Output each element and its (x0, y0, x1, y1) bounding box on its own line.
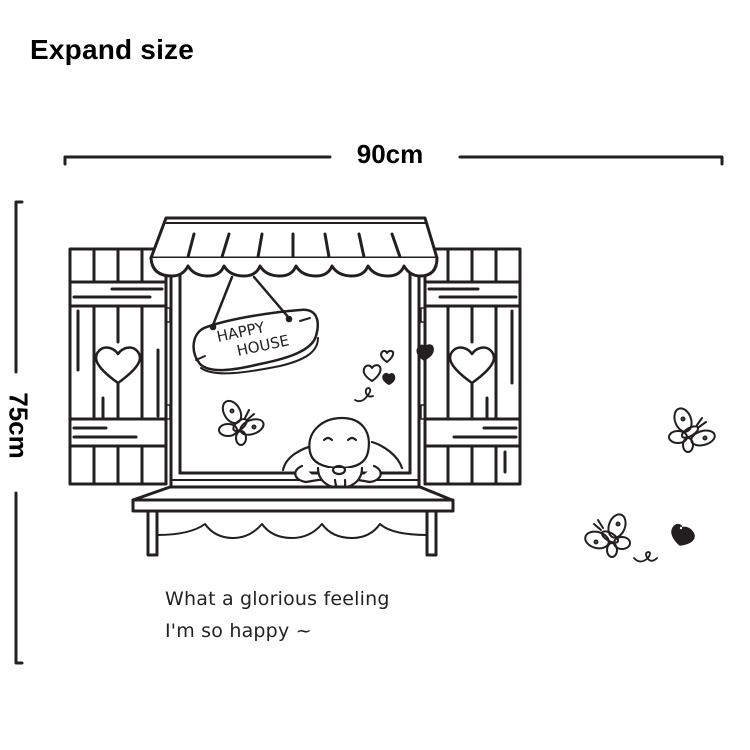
width-dimension-line (63, 155, 724, 166)
butterfly-icon (668, 407, 716, 453)
caption-line2: I'm so happy ~ (165, 620, 312, 642)
butterfly-icon (584, 513, 631, 558)
heart-cutout-icon (448, 346, 496, 385)
height-dimension-label: 75cm (3, 392, 34, 459)
hanging-sign-icon: HAPPY HOUSE (192, 275, 319, 375)
shutter-left-icon (68, 247, 171, 486)
page-heading: Expand size (30, 34, 195, 65)
window-sill-icon (131, 485, 455, 557)
puppy-icon (281, 416, 404, 492)
awning-icon (149, 216, 439, 278)
butterfly-icon (218, 399, 265, 446)
heart-icon (416, 344, 434, 361)
heart-cutout-icon (94, 346, 142, 385)
hearts-cluster-icon (354, 349, 396, 403)
width-dimension-label: 90cm (356, 139, 424, 169)
height-dimension-line (14, 200, 24, 665)
caption-line1: What a glorious feeling (165, 588, 390, 610)
heart-icon (633, 523, 695, 563)
shutter-right-icon (416, 247, 522, 486)
